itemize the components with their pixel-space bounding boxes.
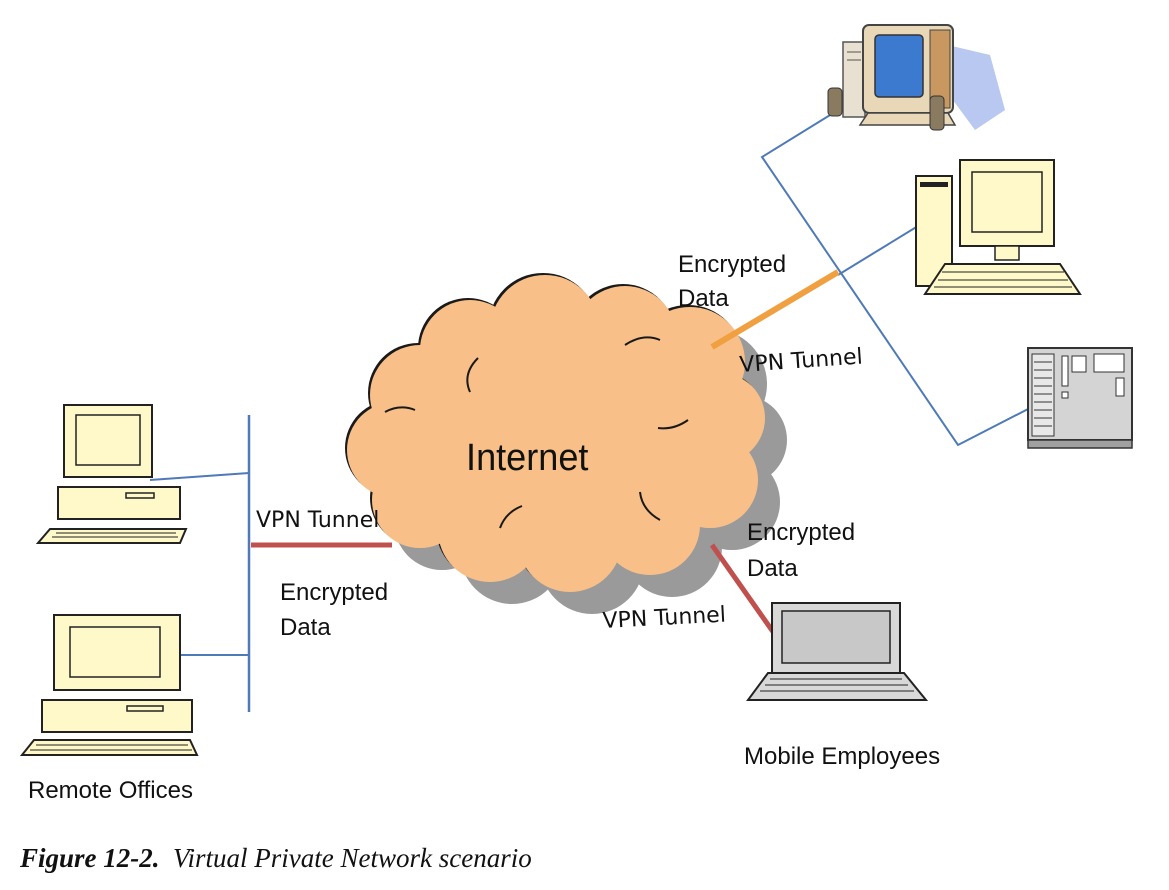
lan-link-office-1 (149, 472, 250, 481)
figure-caption: Figure 12-2. Virtual Private Network sce… (20, 843, 532, 874)
figure-number: Figure 12-2. (20, 843, 160, 873)
cloud-icon: Internet (345, 273, 787, 614)
data-label-bottom: Data (747, 555, 798, 582)
lan-link-workstation (837, 225, 919, 276)
data-label-left: Data (280, 614, 331, 641)
internet-label: Internet (466, 435, 589, 478)
data-label-top: Data (678, 285, 729, 312)
encrypted-label-bottom: Encrypted (747, 519, 855, 546)
desktop-computer-icon (19, 614, 199, 756)
encrypted-label-top: Encrypted (678, 251, 786, 278)
mobile-employees-label: Mobile Employees (744, 743, 940, 770)
cloud-scallops (384, 336, 689, 529)
remote-offices-label: Remote Offices (28, 777, 193, 804)
encrypted-label-left: Encrypted (280, 579, 388, 606)
vpn-tunnel-label-bottom: VPN Tunnel (602, 603, 726, 634)
corporate-lan-line (760, 111, 1031, 447)
vpn-tunnel-line-top (710, 269, 840, 350)
desktop-computer-icon (35, 404, 188, 544)
laptop-icon (746, 602, 929, 701)
multimedia-pc-icon (827, 24, 1005, 131)
figure-title: Virtual Private Network scenario (173, 843, 532, 873)
vpn-tunnel-label-left: VPN Tunnel (256, 508, 379, 533)
vpn-tunnel-label-top: VPN Tunnel (739, 344, 864, 378)
workstation-icon (915, 159, 1082, 295)
server-icon (1027, 347, 1133, 449)
vpn-tunnel-line-bottom (709, 543, 779, 638)
